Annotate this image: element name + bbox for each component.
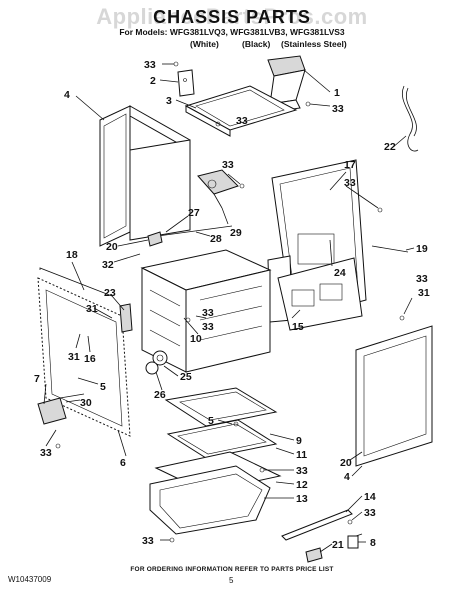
part-20-bracket bbox=[147, 231, 163, 247]
part-22-wire-harness bbox=[402, 85, 419, 152]
callout-6: 6 bbox=[120, 457, 126, 469]
part-27-thermostat bbox=[157, 225, 233, 237]
callout-33: 33 bbox=[296, 465, 308, 477]
callout-27: 27 bbox=[188, 207, 200, 219]
callout-20: 20 bbox=[106, 241, 118, 253]
callout-11: 11 bbox=[296, 449, 307, 461]
ordering-note: FOR ORDERING INFORMATION REFER TO PARTS … bbox=[130, 566, 334, 573]
callout-labels: 33 2 1 33 3 33 4 22 33 17 33 27 28 29 20… bbox=[34, 59, 430, 551]
part-15-lower-frame bbox=[277, 257, 363, 331]
oven-cavity bbox=[140, 249, 272, 373]
callout-26: 26 bbox=[154, 389, 166, 401]
part-14-rail bbox=[281, 509, 353, 541]
leader-lines bbox=[43, 63, 415, 553]
callout-31: 31 bbox=[86, 303, 98, 315]
callout-33: 33 bbox=[142, 535, 154, 547]
callout-13: 13 bbox=[296, 493, 308, 505]
part-12-drawer bbox=[149, 451, 282, 535]
part-20-door bbox=[355, 325, 433, 467]
part-3-top-panel bbox=[184, 85, 298, 137]
callout-33: 33 bbox=[332, 103, 344, 115]
part-8-leveler bbox=[305, 535, 359, 563]
callout-33: 33 bbox=[222, 159, 234, 171]
page-title: CHASSIS PARTS bbox=[153, 7, 311, 27]
callout-33: 33 bbox=[144, 59, 156, 71]
page-number: 5 bbox=[229, 576, 234, 585]
callout-31: 31 bbox=[68, 351, 80, 363]
part-23-bracket bbox=[119, 303, 133, 333]
callout-20: 20 bbox=[340, 457, 352, 469]
callout-4: 4 bbox=[64, 89, 70, 101]
callout-15: 15 bbox=[292, 321, 304, 333]
callout-25: 25 bbox=[180, 371, 192, 383]
callout-4: 4 bbox=[344, 471, 350, 483]
document-number: W10437009 bbox=[8, 575, 52, 584]
callout-5: 5 bbox=[208, 415, 214, 427]
part-18-left-frame bbox=[37, 267, 131, 437]
callout-1: 1 bbox=[334, 87, 340, 99]
callout-23: 23 bbox=[104, 287, 116, 299]
callout-33: 33 bbox=[40, 447, 52, 459]
callout-33: 33 bbox=[344, 177, 356, 189]
callout-5: 5 bbox=[100, 381, 106, 393]
color-label-white: (White) bbox=[190, 39, 219, 49]
callout-7: 7 bbox=[34, 373, 40, 385]
callout-14: 14 bbox=[364, 491, 376, 503]
part-29-burner-bracket bbox=[197, 169, 239, 209]
callout-3: 3 bbox=[166, 95, 172, 107]
part-11-broiler-grid bbox=[166, 419, 278, 459]
callout-12: 12 bbox=[296, 479, 308, 491]
callout-33: 33 bbox=[364, 507, 376, 519]
part-25-valve bbox=[145, 350, 168, 375]
callout-10: 10 bbox=[190, 333, 202, 345]
part-19-rod bbox=[371, 245, 409, 253]
color-label-black: (Black) bbox=[242, 39, 271, 49]
part-30-valve-assembly bbox=[37, 393, 85, 425]
callout-32: 32 bbox=[102, 259, 114, 271]
callout-33: 33 bbox=[202, 321, 214, 333]
callout-31: 31 bbox=[418, 287, 430, 299]
callout-9: 9 bbox=[296, 435, 302, 447]
part-9-broiler-pan bbox=[164, 387, 278, 427]
callout-33: 33 bbox=[202, 307, 214, 319]
color-label-stainless: (Stainless Steel) bbox=[281, 39, 347, 49]
part-2-bracket bbox=[177, 69, 195, 97]
callout-8: 8 bbox=[370, 537, 376, 549]
callout-22: 22 bbox=[384, 141, 396, 153]
callout-28: 28 bbox=[210, 233, 222, 245]
callout-19: 19 bbox=[416, 243, 428, 255]
callout-21: 21 bbox=[332, 539, 344, 551]
watermark: AppliancePartsPros.com bbox=[96, 4, 368, 29]
models-line: For Models: WFG381LVQ3, WFG381LVB3, WFG3… bbox=[119, 27, 345, 37]
callout-29: 29 bbox=[230, 227, 242, 239]
callout-24: 24 bbox=[334, 267, 346, 279]
callout-33: 33 bbox=[416, 273, 428, 285]
callout-2: 2 bbox=[150, 75, 156, 87]
callout-17: 17 bbox=[344, 159, 356, 171]
callout-30: 30 bbox=[80, 397, 92, 409]
callout-33: 33 bbox=[236, 115, 248, 127]
callout-18: 18 bbox=[66, 249, 78, 261]
part-4-side-panel bbox=[99, 105, 191, 247]
callout-16: 16 bbox=[84, 353, 96, 365]
